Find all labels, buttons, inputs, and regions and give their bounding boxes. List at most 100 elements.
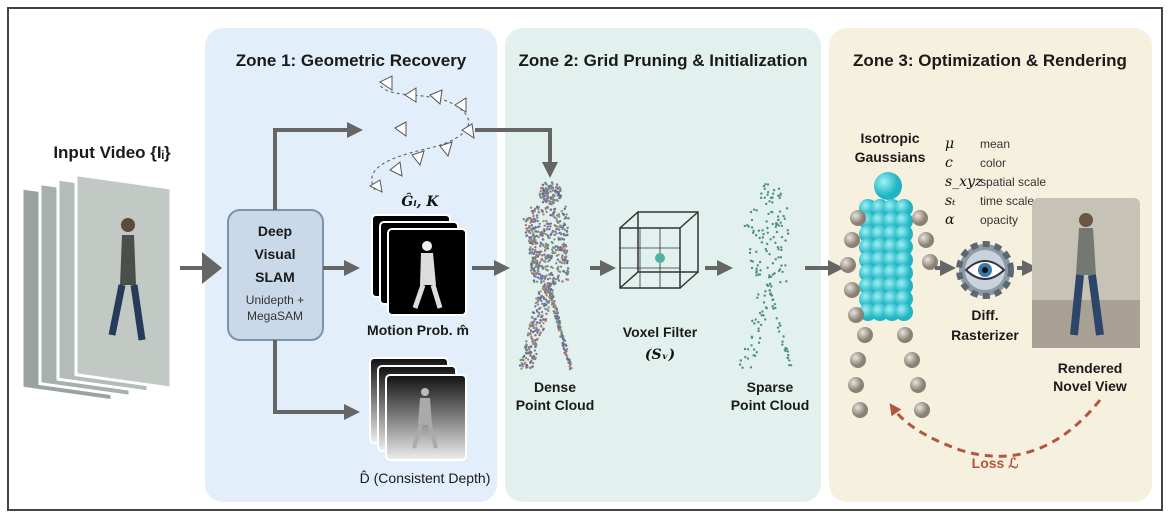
dense-point xyxy=(528,224,531,228)
dense-point xyxy=(534,356,537,359)
sparse-point xyxy=(778,322,781,325)
dense-point xyxy=(549,185,553,189)
sparse-point xyxy=(768,200,771,203)
dense-point xyxy=(526,358,530,361)
motion-label: Motion Prob. m̂ xyxy=(367,322,469,338)
dense-point xyxy=(562,238,566,241)
param-description: color xyxy=(980,156,1006,170)
dense-point xyxy=(556,245,559,248)
sparse-point xyxy=(783,348,787,352)
dense-point xyxy=(532,357,535,360)
sparse-point xyxy=(766,193,769,196)
dense-point xyxy=(559,231,562,235)
dense-point xyxy=(538,261,541,265)
dense-point xyxy=(534,317,537,321)
gaussian-sphere xyxy=(897,327,913,343)
sparse-point xyxy=(757,293,760,296)
sparse-point xyxy=(776,246,780,249)
sparse-point xyxy=(786,232,790,235)
dense-point xyxy=(546,222,549,225)
sparse-point xyxy=(751,260,755,263)
dense-label-line1: Dense xyxy=(534,379,576,395)
slam-line3: SLAM xyxy=(255,269,295,285)
dense-point xyxy=(542,213,545,216)
sparse-point xyxy=(761,229,764,232)
sparse-point xyxy=(758,236,761,240)
sparse-point xyxy=(783,217,786,220)
sparse-point xyxy=(748,251,752,255)
dense-point xyxy=(550,303,554,306)
dense-point xyxy=(532,214,535,218)
dense-point xyxy=(546,282,549,285)
param-symbol: α xyxy=(945,212,955,228)
dense-point xyxy=(530,224,534,227)
sparse-point xyxy=(765,220,768,223)
dense-point xyxy=(556,267,560,271)
dense-point xyxy=(530,315,534,319)
dense-point xyxy=(549,201,552,204)
dense-point xyxy=(550,271,553,275)
sparse-point xyxy=(764,182,767,186)
dense-point xyxy=(545,210,548,214)
dense-point xyxy=(562,232,566,236)
sparse-point xyxy=(769,275,773,279)
sparse-point xyxy=(786,229,789,232)
sparse-point xyxy=(771,222,775,226)
dense-point xyxy=(524,356,528,360)
sparse-point xyxy=(761,310,764,313)
sparse-point xyxy=(755,269,758,273)
dense-point xyxy=(548,254,552,257)
dense-point xyxy=(539,306,542,309)
gaussian-sphere xyxy=(910,377,926,393)
sparse-point xyxy=(749,210,753,214)
dense-point xyxy=(546,254,549,258)
dense-point xyxy=(527,332,530,335)
dense-point xyxy=(554,249,558,252)
sparse-point xyxy=(766,231,769,235)
sparse-point xyxy=(755,250,758,254)
sparse-point xyxy=(757,229,761,232)
dense-point xyxy=(559,189,562,192)
sparse-point xyxy=(786,350,790,353)
dense-point xyxy=(542,193,546,197)
dense-point xyxy=(562,269,565,273)
sparse-point xyxy=(756,296,759,300)
dense-point xyxy=(568,363,572,367)
dense-point xyxy=(552,282,555,285)
sparse-point xyxy=(757,327,760,330)
param-description: mean xyxy=(980,137,1010,151)
dense-point xyxy=(536,219,539,223)
sparse-point xyxy=(755,209,758,212)
dense-point xyxy=(530,268,533,272)
dense-point xyxy=(565,261,569,265)
dense-point xyxy=(531,212,535,215)
rasterizer-label-line2: Rasterizer xyxy=(951,327,1019,343)
sparse-point xyxy=(771,262,775,265)
dense-point xyxy=(541,287,545,291)
gaussian-sphere xyxy=(895,264,913,282)
dense-point xyxy=(518,364,522,367)
dense-point xyxy=(553,216,556,219)
dense-point xyxy=(537,235,540,239)
dense-point xyxy=(546,278,550,281)
dense-point xyxy=(542,322,545,325)
sparse-point xyxy=(784,239,787,242)
dense-point xyxy=(535,263,539,267)
dense-point xyxy=(557,274,560,277)
gaussian-sphere xyxy=(848,307,864,323)
dense-point xyxy=(541,302,544,306)
dense-point xyxy=(543,285,546,288)
sparse-point xyxy=(771,298,774,302)
dense-point xyxy=(536,303,540,306)
dense-point xyxy=(533,217,536,221)
dense-point xyxy=(543,224,546,227)
sparse-point xyxy=(774,241,777,245)
dense-point xyxy=(550,256,553,260)
dense-point xyxy=(524,223,528,227)
sparse-point xyxy=(758,260,762,264)
dense-point xyxy=(539,187,543,190)
dense-point xyxy=(535,297,538,300)
dense-point xyxy=(542,297,546,301)
voxel-grid-icon xyxy=(619,211,699,289)
dense-point xyxy=(551,246,555,249)
